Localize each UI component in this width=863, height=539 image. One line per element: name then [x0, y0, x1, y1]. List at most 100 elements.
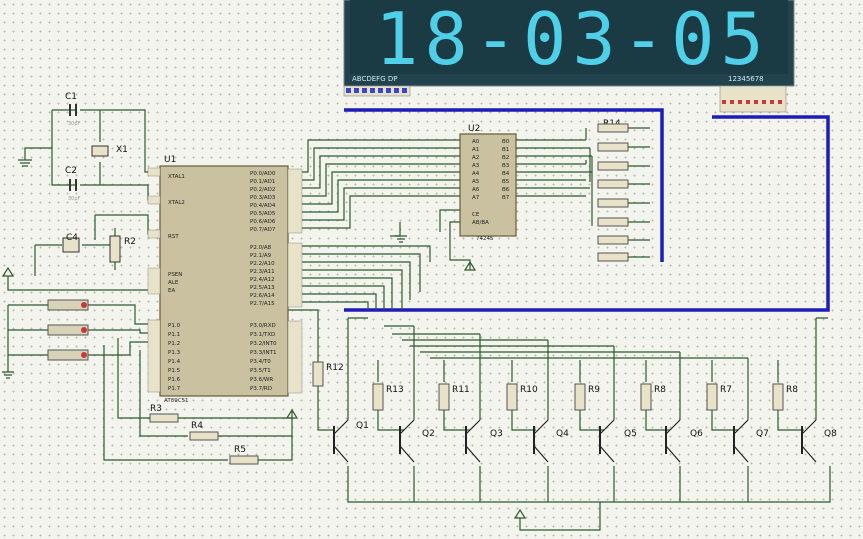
display-digit-pins-label: 12345678 [728, 75, 764, 83]
u1-pin-p36: P3.6/WR [250, 377, 273, 383]
u1-pin-p15: P1.5 [168, 368, 181, 374]
q3-label: Q3 [490, 429, 503, 439]
r13-label: R13 [386, 385, 404, 395]
u1-pin-p07: P0.7/AD7 [250, 227, 276, 233]
transistor-q8[interactable]: Q8 [801, 419, 837, 463]
u1-pin-p01: P0.1/AD1 [250, 179, 275, 185]
resistor-r4[interactable]: R4 [189, 421, 219, 441]
c1-value: 30pF [68, 121, 81, 127]
resistor-r9[interactable]: R9 [574, 383, 600, 411]
transistor-q2[interactable]: Q2 [399, 419, 435, 463]
u1-pin-p25: P2.5/A13 [250, 285, 275, 291]
u1-pin-p17: P1.7 [168, 386, 181, 392]
seven-segment-display[interactable]: 18-03-05 ABCDEFG DP 12345678 [343, 0, 795, 87]
u1-pin-p26: P2.6/A14 [250, 293, 275, 299]
digit-bus[interactable] [344, 115, 830, 312]
u2-pin-d5: A5 [472, 179, 480, 185]
capacitor-c2[interactable]: C2 30pF [65, 166, 81, 202]
q5-label: Q5 [624, 429, 637, 439]
c4-label: C4 [66, 233, 78, 243]
transistor-q6[interactable]: Q6 [665, 419, 703, 463]
u1-pin-psen: PSEN [168, 272, 182, 278]
resistor-r11[interactable]: R11 [438, 383, 470, 411]
r10-label: R10 [520, 385, 538, 395]
u2-pin-b1: B1 [502, 147, 509, 153]
resistor-r3[interactable]: R3 [149, 404, 179, 423]
u1-pin-ea: EA [168, 288, 175, 294]
transistor-q7[interactable]: Q7 [733, 419, 769, 463]
u1-pin-p06: P0.6/AD6 [250, 219, 276, 225]
r6-label: R8 [654, 385, 666, 395]
r4-label: R4 [191, 421, 203, 431]
u1-pin-p12: P1.2 [168, 341, 180, 347]
c1-label: C1 [65, 92, 77, 102]
u2-pin-d0: A0 [472, 139, 480, 145]
display-readout: 18-03-05 [375, 0, 770, 81]
transistor-q5[interactable]: Q5 [599, 419, 637, 463]
capacitor-c1[interactable]: C1 30pF [65, 92, 81, 127]
transistor-q4[interactable]: Q4 [533, 419, 569, 463]
r12-label: R12 [326, 363, 344, 373]
u2-label: U2 [468, 124, 480, 134]
r3-label: R3 [150, 404, 162, 414]
u1-pin-p03: P0.3/AD3 [250, 195, 276, 201]
u1-pin-p05: P0.5/AD5 [250, 211, 276, 217]
u2-pin-d7: A7 [472, 195, 480, 201]
u2-pin-ce: CE [472, 212, 480, 218]
u2-pin-d4: A4 [472, 171, 480, 177]
u1-pin-p11: P1.1 [168, 332, 180, 338]
u1-part: AT89C51 [164, 398, 189, 404]
u1-pin-p33: P3.3/INT1 [250, 350, 277, 356]
u2-pin-d3: A3 [472, 163, 480, 169]
u2-pin-b4: B4 [502, 171, 510, 177]
q8-label: Q8 [824, 429, 837, 439]
u1-pin-p37: P3.7/RD [250, 386, 272, 392]
resistor-r7[interactable]: R7 [706, 383, 732, 411]
q1-label: Q1 [356, 421, 369, 431]
microcontroller-u1[interactable]: U1 XTAL1 XTAL2 RST PSEN ALE EA P1.0 P1.1… [159, 155, 289, 404]
u1-pin-rst: RST [168, 234, 179, 240]
u2-pin-b6: B6 [502, 187, 510, 193]
resistor-r2[interactable]: R2 [109, 235, 136, 263]
display-segment-pins-label: ABCDEFG DP [352, 75, 397, 83]
u1-pin-p34: P3.4/T0 [250, 359, 271, 365]
u1-pin-p24: P2.4/A12 [250, 277, 275, 283]
resistor-r12[interactable]: R12 [312, 361, 344, 387]
u2-pin-b5: B5 [502, 179, 510, 185]
crystal-x1[interactable]: X1 [91, 145, 128, 157]
resistor-r5[interactable]: R5 [229, 445, 259, 465]
q7-label: Q7 [756, 429, 769, 439]
u1-pin-p00: P0.0/AD0 [250, 171, 276, 177]
capacitor-c4[interactable]: C4 [62, 233, 80, 253]
u2-pin-d6: A6 [472, 187, 480, 193]
x1-label: X1 [116, 145, 128, 155]
power-symbols [1, 260, 527, 519]
push-buttons[interactable] [47, 299, 89, 361]
u2-pin-b3: B3 [502, 163, 510, 169]
c2-label: C2 [65, 166, 77, 176]
resistor-r8[interactable]: R8 [772, 383, 798, 411]
resistor-r13[interactable]: R13 [372, 383, 404, 411]
u1-pin-p10: P1.0 [168, 323, 181, 329]
u2-pin-b7: B7 [502, 195, 510, 201]
r11-label: R11 [452, 385, 470, 395]
resistor-r10[interactable]: R10 [506, 383, 538, 411]
resistor-array-r14[interactable]: R14 [597, 119, 629, 262]
u1-pin-p04: P0.4/AD4 [250, 203, 276, 209]
resistor-r6[interactable]: R8 [640, 383, 666, 411]
u1-pin-p27: P2.7/A15 [250, 301, 275, 307]
r9-label: R9 [588, 385, 600, 395]
u2-pin-d2: A2 [472, 155, 479, 161]
u1-pin-p20: P2.0/A8 [250, 245, 272, 251]
transistor-q1[interactable]: Q1 [333, 419, 369, 463]
u2-pin-b0: B0 [502, 139, 510, 145]
c2-value: 30pF [68, 196, 81, 202]
wires [7, 109, 831, 531]
segment-bus[interactable] [344, 108, 664, 262]
latch-u2[interactable]: U2 74245 A0 A1 A2 A3 A4 A5 A6 A7 CE AB/B… [459, 124, 517, 242]
u1-pin-xtal2: XTAL2 [168, 200, 185, 206]
display-digit-pins [719, 85, 787, 113]
transistor-q3[interactable]: Q3 [465, 419, 503, 463]
